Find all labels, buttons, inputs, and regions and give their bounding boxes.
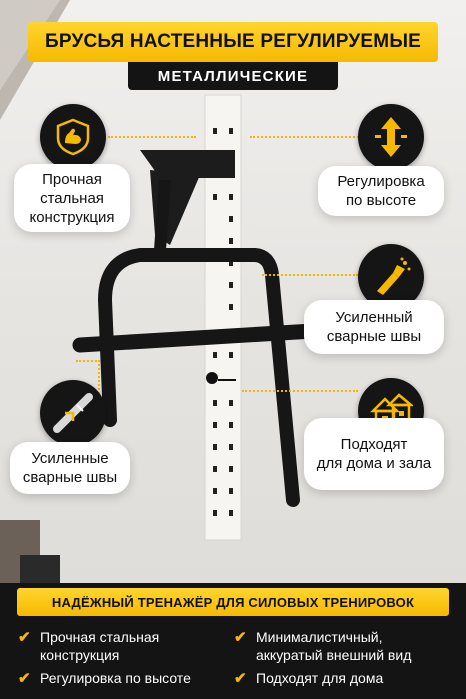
connector-line <box>76 360 100 362</box>
feature-text: Усиленный <box>335 309 413 326</box>
connector-line <box>242 390 358 392</box>
flexed-arm-shield-icon <box>56 118 90 156</box>
feature-badge-weld <box>358 244 424 310</box>
feature-card-height: Регулировка по высоте <box>318 166 444 216</box>
feature-card-strength: Прочная стальная конструкция <box>14 164 130 232</box>
lock-pin <box>206 372 218 384</box>
rail-holes <box>213 128 233 516</box>
bottom-feature-item: ✔ Минималистичный, аккуратый внешний вид <box>234 628 412 664</box>
feature-text: конструкция <box>29 208 115 226</box>
connector-line <box>108 136 196 138</box>
feature-text: сварные швы <box>22 469 118 486</box>
feature-text: сварные швы <box>326 328 422 345</box>
feature-badge-strength <box>40 104 106 170</box>
feature-text: стальная <box>40 189 104 207</box>
feature-text: Прочная <box>42 170 102 188</box>
bracket-bottom <box>20 555 60 585</box>
welding-torch-icon <box>377 257 411 295</box>
height-arrows-icon <box>375 117 407 157</box>
feature-line: Подходят для дома <box>256 670 384 686</box>
dip-bar-frame <box>97 248 300 507</box>
checkmark-icon: ✔ <box>234 670 247 687</box>
feature-line: Прочная стальная <box>40 629 160 645</box>
feature-badge-pipe <box>40 380 106 446</box>
bottom-feature-item: ✔ Регулировка по высоте <box>18 669 191 687</box>
checkmark-icon: ✔ <box>18 629 31 646</box>
feature-text: по высоте <box>345 192 417 209</box>
pipe-weld-icon <box>53 393 93 433</box>
connector-line <box>98 360 100 406</box>
feature-line: конструкция <box>40 647 120 663</box>
page-title: БРУСЬЯ НАСТЕННЫЕ РЕГУЛИРУЕМЫЕ <box>28 22 438 62</box>
feature-badge-height <box>358 104 424 170</box>
feature-text: для дома и зала <box>316 455 432 472</box>
feature-line: аккуратый внешний вид <box>256 647 412 663</box>
frame-upright <box>154 179 171 251</box>
bottom-feature-item: ✔ Подходят для дома <box>234 669 384 687</box>
feature-text: Подходят <box>340 436 408 453</box>
feature-text: Усиленные <box>31 450 109 467</box>
feature-card-pipe: Усиленные сварные швы <box>10 442 130 494</box>
bottom-banner: НАДЁЖНЫЙ ТРЕНАЖЁР ДЛЯ СИЛОВЫХ ТРЕНИРОВОК <box>17 588 449 616</box>
connector-line <box>262 274 358 276</box>
feature-text: Регулировка <box>337 173 425 190</box>
feature-card-home: Подходят для дома и зала <box>304 418 444 490</box>
connector-line <box>250 136 362 138</box>
feature-card-weld: Усиленный сварные швы <box>304 300 444 354</box>
checkmark-icon: ✔ <box>234 629 247 646</box>
crossbar <box>72 322 338 353</box>
checkmark-icon: ✔ <box>18 670 31 687</box>
bottom-feature-item: ✔ Прочная стальная конструкция <box>18 628 160 664</box>
page-subtitle: МЕТАЛЛИЧЕСКИЕ <box>128 62 338 90</box>
feature-line: Регулировка по высоте <box>40 670 191 686</box>
feature-line: Минималистичный, <box>256 629 383 645</box>
top-bracket <box>140 150 235 178</box>
